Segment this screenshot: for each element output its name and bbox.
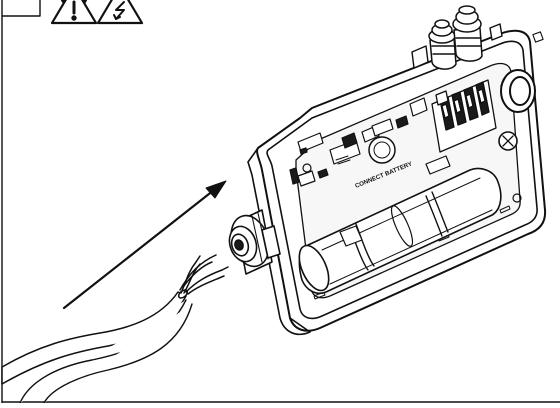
insertion-arrow — [62, 180, 227, 310]
electrical-hazard-icon — [96, 0, 144, 25]
side-cable-gland — [228, 209, 281, 275]
general-warning-icon — [50, 0, 98, 25]
battery-pack — [298, 155, 502, 295]
top-blind-plug — [411, 23, 503, 69]
side-blind-plug — [500, 69, 536, 113]
top-cable-gland-right — [452, 5, 483, 62]
top-cable-gland-left — [428, 19, 457, 70]
cable — [1, 289, 193, 404]
stripped-wires — [179, 254, 229, 295]
circuit-board-components — [289, 97, 428, 187]
terminal-block — [431, 79, 497, 153]
